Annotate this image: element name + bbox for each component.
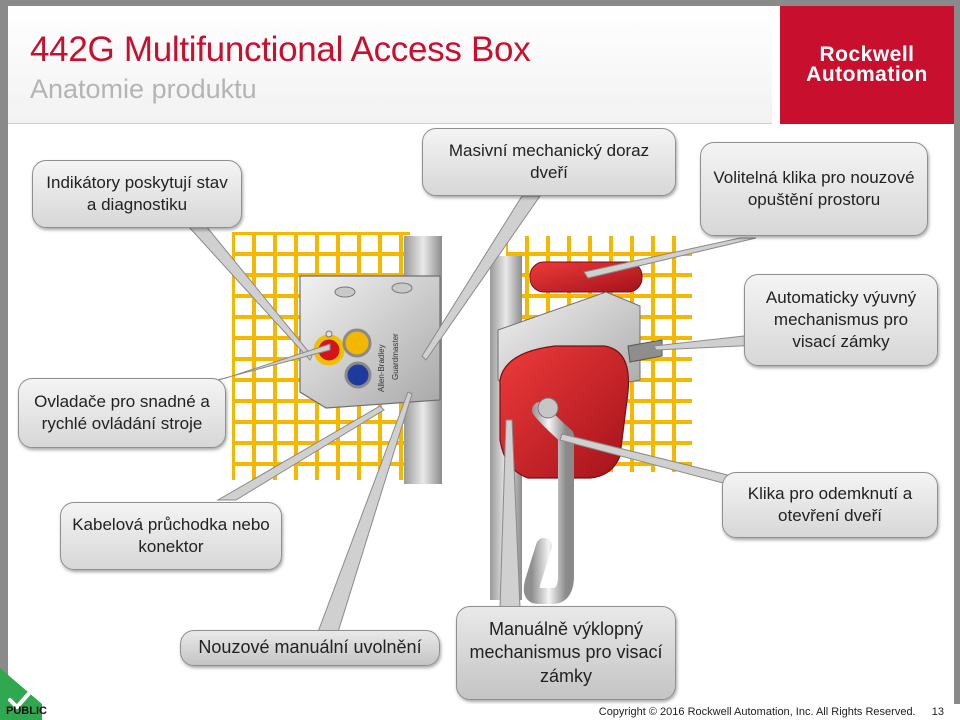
callout-controls: Ovladače pro snadné a rychlé ovládání st… (18, 378, 226, 448)
callout-optional-handle: Volitelná klika pro nouzové opuštění pro… (700, 142, 928, 236)
yellow-push-button (342, 328, 372, 358)
unlock-handle (523, 402, 574, 604)
product-photo: Allen-Bradley Guardmaster (186, 195, 782, 633)
callout-door-stop: Masivní mechanický doraz dveří (422, 128, 676, 196)
slide-header: 442G Multifunctional Access Box Anatomie… (8, 6, 772, 124)
blue-push-button (344, 361, 372, 389)
logo-line-2: Automation (806, 63, 928, 86)
switch-box: Allen-Bradley Guardmaster (299, 275, 441, 409)
page-number: 13 (931, 706, 944, 718)
cover-screw-2 (391, 282, 413, 294)
padlock-hasp (627, 339, 663, 363)
rockwell-logo: Rockwell Automation (776, 6, 954, 124)
cover-screw-1 (334, 286, 356, 298)
frame-top (0, 0, 960, 6)
callout-indicators: Indikátory poskytují stav a diagnostiku (32, 160, 242, 228)
device-product-label: Guardmaster (391, 333, 400, 380)
handle-module (497, 261, 663, 604)
logo-line-1: Rockwell (819, 43, 915, 67)
callout-handle-unlock: Klika pro odemknutí a otevření dveří (722, 472, 938, 538)
slide-subtitle: Anatomie produktu (30, 74, 257, 104)
copyright-text: Copyright © 2016 Rockwell Automation, In… (599, 706, 944, 718)
device-brand-label: Allen-Bradley (377, 344, 386, 392)
callout-padlock-manual: Manuálně výklopný mechanismus pro visací… (456, 606, 676, 700)
callout-cable: Kabelová průchodka nebo konektor (60, 502, 282, 570)
checkmark-icon (0, 668, 42, 720)
copyright-notice: Copyright © 2016 Rockwell Automation, In… (598, 706, 916, 718)
frame-left (0, 0, 8, 720)
classification-label: PUBLIC (6, 705, 47, 717)
callout-emergency-release: Nouzové manuální uvolnění (180, 630, 440, 666)
frame-right (954, 0, 960, 720)
slide-title: 442G Multifunctional Access Box (30, 30, 531, 69)
status-indicator-light (325, 330, 333, 338)
callout-padlock-auto: Automaticky výuvný mechanismus pro visac… (744, 274, 938, 366)
footer-bar (0, 704, 960, 720)
